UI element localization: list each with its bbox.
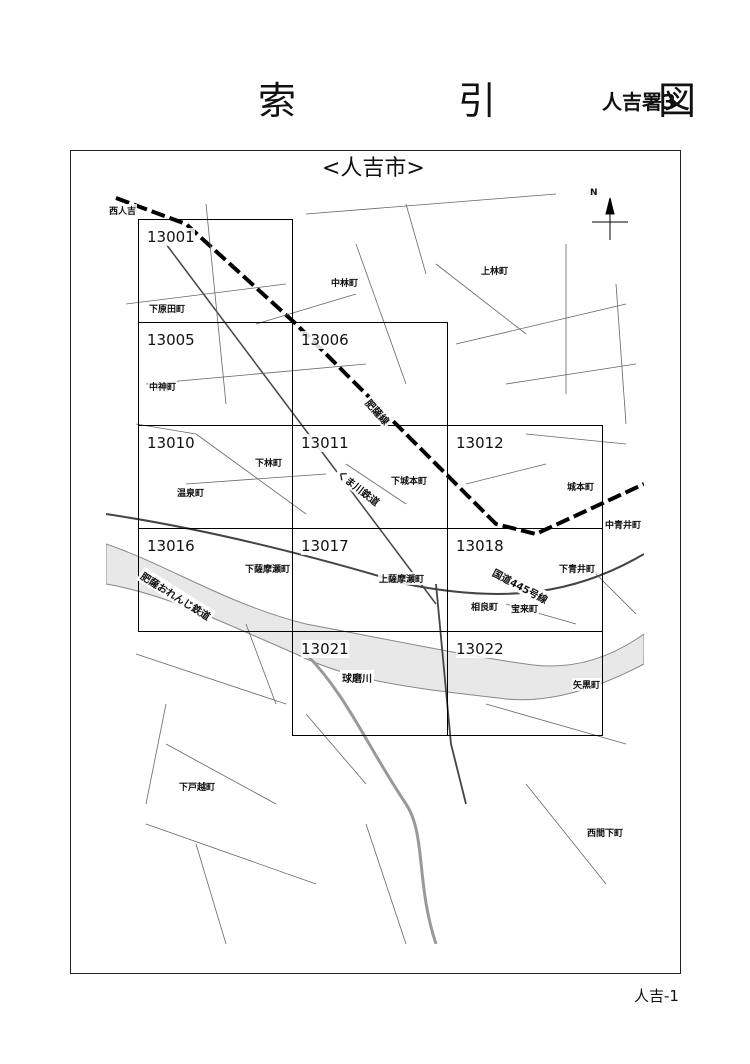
main-road-3 (435, 583, 467, 805)
town-label: 下青井町 (558, 562, 597, 575)
town-label: 下城本町 (390, 474, 429, 487)
town-label: 相良町 (470, 600, 500, 613)
town-label: 西人吉 (108, 204, 138, 217)
grid-cell-number: 13017 (301, 537, 349, 555)
road-network (125, 193, 637, 944)
city-label: <人吉市> (322, 156, 425, 181)
grid-cell-number: 13001 (147, 228, 195, 246)
river-secondary (304, 652, 438, 944)
main-road-2 (165, 243, 437, 605)
town-label: 下戸越町 (178, 780, 217, 793)
grid-cell-13010[interactable]: 13010 (138, 425, 293, 529)
town-label: 宝来町 (510, 602, 540, 615)
grid-cell-number: 13010 (147, 434, 195, 452)
grid-cell-number: 13006 (301, 331, 349, 349)
page-title: 索 引 図 (258, 79, 750, 123)
grid-cell-13012[interactable]: 13012 (447, 425, 603, 529)
grid-cell-number: 13022 (456, 640, 504, 658)
town-label: 中青井町 (604, 518, 643, 531)
town-label: 温泉町 (176, 486, 206, 499)
grid-cell-13005[interactable]: 13005 (138, 322, 293, 426)
town-label: 下原田町 (148, 302, 187, 315)
town-label: 中林町 (330, 276, 360, 289)
town-label: 中神町 (148, 380, 178, 393)
grid-cell-number: 13021 (301, 640, 349, 658)
grid-cell-13021[interactable]: 13021 (292, 631, 448, 736)
grid-cell-13022[interactable]: 13022 (447, 631, 603, 736)
grid-cell-number: 13011 (301, 434, 349, 452)
map-area[interactable]: 13001 13005 13006 13010 13011 13012 1301… (106, 184, 644, 944)
compass-rose (592, 197, 628, 240)
page-footer-label: 人吉-1 (634, 987, 679, 1005)
grid-cell-13011[interactable]: 13011 (292, 425, 448, 529)
grid-cell-13001[interactable]: 13001 (138, 219, 293, 323)
town-label: 矢黒町 (572, 678, 602, 691)
station-label: 人吉署3 (602, 90, 676, 114)
north-label: N (590, 188, 598, 198)
town-label: 上薩摩瀬町 (378, 572, 426, 585)
town-label: 西間下町 (586, 826, 625, 839)
town-label: 下薩摩瀬町 (244, 562, 292, 575)
town-label: 城本町 (566, 480, 596, 493)
town-label: 下林町 (254, 456, 284, 469)
grid-cell-number: 13012 (456, 434, 504, 452)
river-label: 球磨川 (340, 670, 374, 685)
town-label: 上林町 (480, 264, 510, 277)
map-frame (70, 150, 681, 974)
grid-cell-number: 13018 (456, 537, 504, 555)
grid-cell-number: 13005 (147, 331, 195, 349)
grid-cell-number: 13016 (147, 537, 195, 555)
